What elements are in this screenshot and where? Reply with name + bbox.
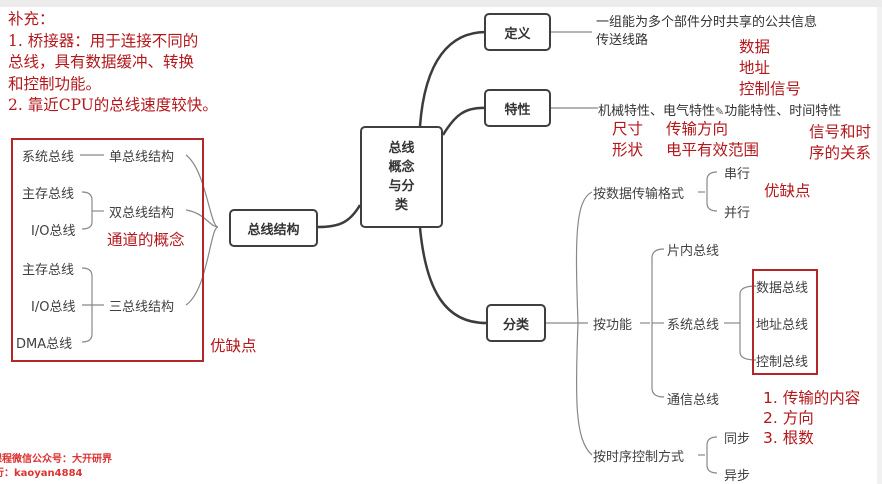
triple-bus-structure: 三总线结构: [109, 300, 175, 315]
supplement-line: 和控制功能。: [8, 74, 102, 93]
link-central-characteristics: [441, 106, 487, 136]
control-bus-label: 控制总线: [756, 355, 809, 370]
serial-label: 串行: [724, 167, 751, 182]
definition-text: 一组能为多个部件分时共享的公共信息 传送线路: [596, 14, 817, 50]
dual-io-bus-label: I/O总线: [31, 224, 76, 239]
characteristics-label: 特性: [504, 102, 531, 118]
characteristics-text-part1: 机械特性、电气特性: [598, 104, 716, 119]
annotation-line: 电平有效范围: [666, 141, 760, 159]
characteristics-text: 机械特性、电气特性✎功能特性、时间特性: [598, 100, 841, 119]
central-node[interactable]: 总线 概念 与分 类: [360, 126, 443, 228]
annotation-line: 地址: [739, 59, 771, 77]
bus-structure-node[interactable]: 总线结构: [229, 209, 318, 247]
address-bus-label: 地址总线: [756, 318, 809, 333]
supplement-line: 1. 桥接器：用于连接不同的: [8, 31, 199, 50]
format-pros-cons-annotation: 优缺点: [764, 182, 811, 200]
synchronous-label: 同步: [724, 432, 751, 447]
asynchronous-label: 异步: [724, 469, 751, 484]
annotation-electrical: 传输方向 电平有效范围: [666, 119, 759, 161]
annotation-functional: 数据 地址 控制信号: [739, 37, 801, 100]
bus-structure-highlight-box: [11, 138, 204, 362]
supplement-note: 补充： 1. 桥接器：用于连接不同的 总线，具有数据缓冲、转换 和控制功能。 2…: [8, 9, 218, 117]
communication-bus-label: 通信总线: [667, 393, 720, 408]
watermark-line2: 行：kaoyan4884: [0, 468, 83, 479]
definition-text-line: 一组能为多个部件分时共享的公共信息: [596, 15, 818, 30]
annotation-line: 2. 方向: [763, 409, 814, 427]
triple-memory-bus-label: 主存总线: [22, 263, 75, 278]
triple-io-bus-label: I/O总线: [31, 300, 76, 315]
data-bus-label: 数据总线: [756, 281, 809, 296]
central-line: 类: [394, 198, 408, 213]
central-line: 概念: [388, 160, 415, 175]
annotation-mechanical: 尺寸 形状: [612, 119, 643, 161]
annotation-line: 3. 根数: [763, 429, 814, 447]
annotation-line: 1. 传输的内容: [763, 389, 861, 407]
dual-memory-bus-label: 主存总线: [22, 187, 75, 202]
central-line: 与分: [388, 179, 415, 194]
characteristics-node[interactable]: 特性: [484, 89, 551, 127]
right-scroll-edge: [877, 7, 882, 484]
structure-pros-cons-annotation: 优缺点: [210, 337, 257, 355]
single-bus-structure: 单总线结构: [109, 150, 175, 165]
annotation-line: 数据: [739, 38, 771, 56]
system-bus-label: 系统总线: [22, 150, 75, 165]
annotation-timing: 信号和时 序的关系: [809, 122, 871, 164]
by-function-label: 按功能: [593, 318, 633, 333]
definition-node[interactable]: 定义: [484, 13, 551, 51]
by-timing-label: 按时序控制方式: [593, 450, 685, 465]
on-chip-bus-label: 片内总线: [667, 244, 720, 259]
supplement-line: 总线，具有数据缓冲、转换: [8, 53, 195, 71]
dual-bus-structure: 双总线结构: [109, 206, 175, 221]
annotation-line: 信号和时: [809, 123, 872, 141]
pencil-icon: ✎: [715, 105, 725, 118]
central-line: 总线: [388, 141, 415, 156]
annotation-line: 尺寸: [612, 120, 644, 138]
channel-concept-annotation: 通道的概念: [107, 231, 185, 249]
classification-label: 分类: [502, 317, 529, 333]
system-bus-highlight-box: [752, 269, 818, 375]
definition-label: 定义: [504, 26, 531, 42]
link-central-structure: [317, 204, 362, 229]
annotation-line: 控制信号: [739, 80, 802, 98]
top-bar: [0, 0, 882, 7]
supplement-title: 补充：: [8, 10, 55, 28]
characteristics-text-part2: 功能特性、时间特性: [724, 104, 842, 119]
watermark-line1: 课程微信公众号：大开研界: [0, 454, 112, 465]
annotation-line: 传输方向: [666, 120, 729, 138]
by-format-label: 按数据传输格式: [593, 187, 685, 202]
bus-structure-label: 总线结构: [247, 222, 300, 238]
annotation-line: 序的关系: [809, 144, 872, 162]
system-bus-func-label: 系统总线: [667, 318, 720, 333]
triple-dma-bus-label: DMA总线: [16, 337, 73, 352]
definition-text-line: 传送线路: [596, 33, 649, 48]
link-central-classification: [418, 227, 487, 325]
link-central-definition: [418, 30, 487, 127]
function-annotation: 1. 传输的内容 2. 方向 3. 根数: [763, 388, 860, 448]
parallel-label: 并行: [724, 206, 751, 221]
supplement-line: 2. 靠近CPU的总线速度较快。: [8, 96, 218, 114]
classification-node[interactable]: 分类: [486, 304, 546, 342]
annotation-line: 形状: [612, 141, 644, 159]
